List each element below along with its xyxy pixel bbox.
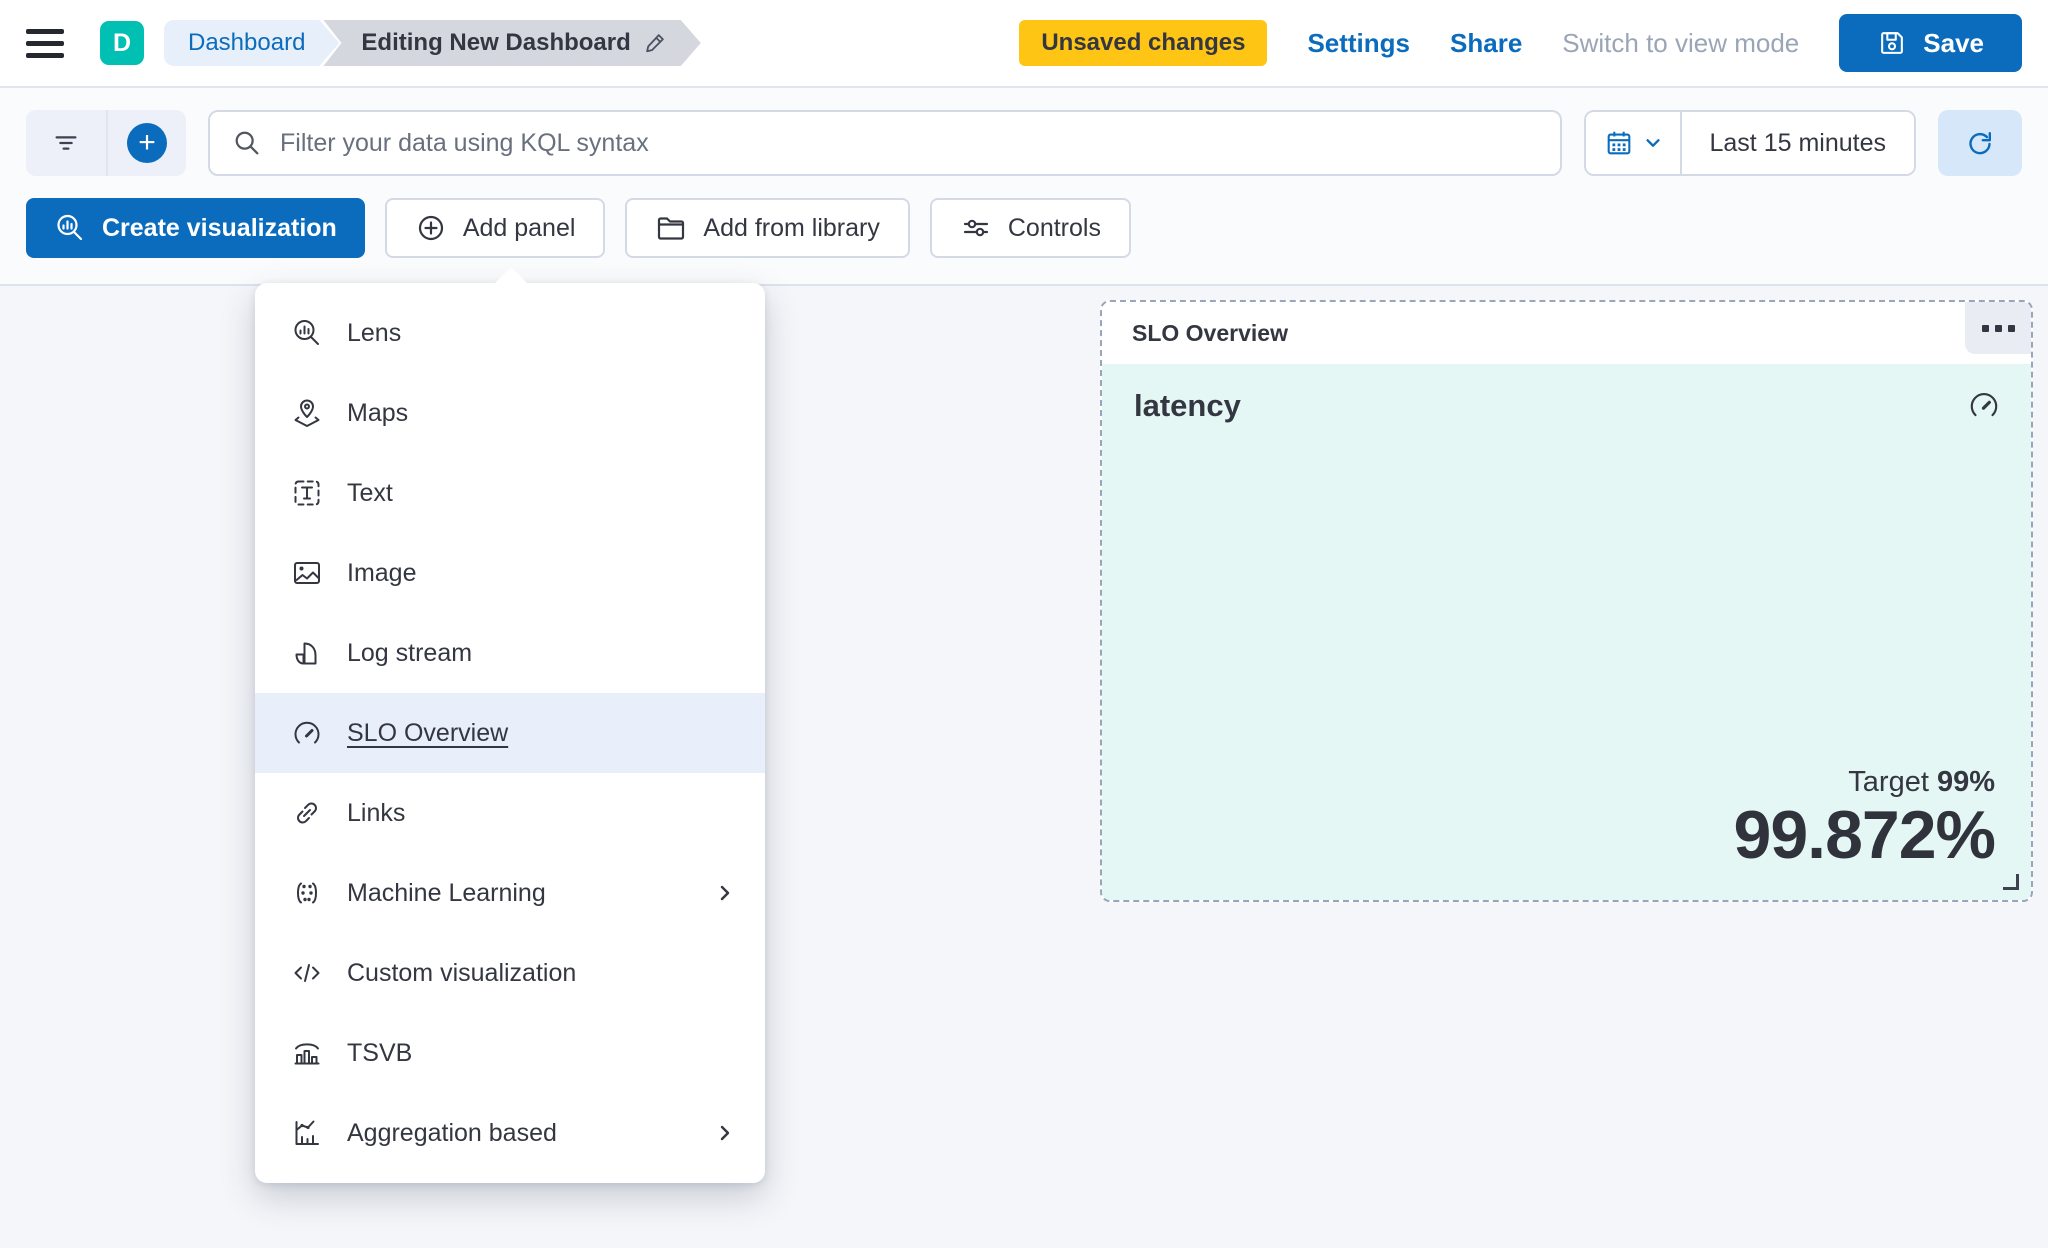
menu-item-label: SLO Overview bbox=[347, 718, 509, 747]
slo-numbers: Target 99% 99.872% bbox=[1733, 766, 1996, 873]
save-button[interactable]: Save bbox=[1839, 14, 2022, 72]
maps-icon bbox=[291, 397, 323, 429]
gauge-icon bbox=[291, 717, 323, 749]
time-picker-group: Last 15 minutes bbox=[1583, 110, 1916, 176]
dashboard-actions-row: Create visualization Add panel Add fr bbox=[26, 198, 2022, 258]
chevron-right-icon bbox=[715, 883, 735, 903]
menu-item-log-stream[interactable]: Log stream bbox=[255, 613, 765, 693]
slo-metric-name: latency bbox=[1134, 388, 1241, 423]
tsvb-icon bbox=[291, 1037, 323, 1069]
lens-icon bbox=[291, 317, 323, 349]
topbar-actions: Unsaved changes Settings Share Switch to… bbox=[1019, 14, 2022, 72]
pencil-icon bbox=[643, 31, 667, 55]
slo-panel-body: latency Target 99% 99.872% bbox=[1102, 364, 2031, 900]
menu-item-links[interactable]: Links bbox=[255, 773, 765, 853]
sliders-icon bbox=[960, 212, 992, 244]
breadcrumb-current-label: Editing New Dashboard bbox=[361, 29, 631, 56]
folder-icon bbox=[655, 212, 687, 244]
aggregation-chart-icon bbox=[291, 1117, 323, 1149]
menu-item-slo-overview[interactable]: SLO Overview bbox=[255, 693, 765, 773]
menu-item-tsvb[interactable]: TSVB bbox=[255, 1013, 765, 1093]
menu-item-lens[interactable]: Lens bbox=[255, 293, 765, 373]
panel-options-button[interactable] bbox=[1965, 302, 2031, 354]
add-panel-button[interactable]: Add panel bbox=[384, 198, 606, 258]
create-visualization-button[interactable]: Create visualization bbox=[26, 198, 365, 258]
menu-item-label: TSVB bbox=[347, 1038, 413, 1067]
switch-view-mode-link[interactable]: Switch to view mode bbox=[1562, 27, 1800, 58]
refresh-icon bbox=[1964, 127, 1996, 159]
query-toolbar-area: + bbox=[0, 88, 2048, 286]
text-icon bbox=[291, 477, 323, 509]
lens-icon bbox=[54, 212, 86, 244]
menu-item-text[interactable]: Text bbox=[255, 453, 765, 533]
slo-panel-title: SLO Overview bbox=[1132, 319, 1288, 346]
save-disk-icon bbox=[1877, 28, 1907, 58]
menu-item-label: Log stream bbox=[347, 638, 473, 667]
breadcrumb-current[interactable]: Editing New Dashboard bbox=[323, 20, 700, 66]
slo-overview-panel[interactable]: SLO Overview latency Target 99% 99.872% bbox=[1100, 300, 2033, 902]
menu-item-label: Text bbox=[347, 478, 393, 507]
add-filter-button[interactable]: + bbox=[106, 110, 186, 176]
menu-item-label: Machine Learning bbox=[347, 878, 546, 907]
create-visualization-label: Create visualization bbox=[102, 213, 337, 242]
menu-item-aggregation-based[interactable]: Aggregation based bbox=[255, 1093, 765, 1173]
menu-item-maps[interactable]: Maps bbox=[255, 373, 765, 453]
filter-funnel-icon bbox=[51, 128, 81, 158]
add-from-library-label: Add from library bbox=[703, 213, 880, 242]
plus-circle-filled-icon: + bbox=[127, 123, 167, 163]
menu-item-label: Aggregation based bbox=[347, 1118, 557, 1147]
settings-link[interactable]: Settings bbox=[1307, 27, 1411, 58]
query-row: + bbox=[26, 110, 2022, 176]
slo-panel-header: SLO Overview bbox=[1102, 302, 2031, 364]
breadcrumb: Dashboard Editing New Dashboard bbox=[164, 20, 701, 66]
boxes-horizontal-icon bbox=[1981, 324, 1989, 332]
add-panel-label: Add panel bbox=[462, 213, 576, 242]
menu-item-label: Links bbox=[347, 798, 406, 827]
menu-item-image[interactable]: Image bbox=[255, 533, 765, 613]
gauge-icon bbox=[1967, 388, 2001, 422]
kql-search-input[interactable] bbox=[280, 128, 1538, 158]
calendar-icon bbox=[1604, 128, 1634, 158]
panel-resize-handle[interactable] bbox=[2003, 874, 2019, 890]
slo-target-value: 99% bbox=[1936, 765, 1995, 798]
save-label: Save bbox=[1923, 27, 1984, 58]
menu-item-label: Image bbox=[347, 558, 417, 587]
link-icon bbox=[291, 797, 323, 829]
slo-value: 99.872% bbox=[1733, 796, 1996, 873]
slo-target: Target 99% bbox=[1734, 766, 1995, 799]
breadcrumb-dashboard[interactable]: Dashboard bbox=[164, 20, 339, 66]
image-icon bbox=[291, 557, 323, 589]
avatar[interactable]: D bbox=[100, 21, 144, 65]
menu-item-label: Custom visualization bbox=[347, 958, 577, 987]
add-panel-menu: Lens Maps Text bbox=[255, 267, 765, 1183]
slo-target-label: Target bbox=[1848, 765, 1937, 798]
menu-item-machine-learning[interactable]: Machine Learning bbox=[255, 853, 765, 933]
log-stream-icon bbox=[291, 637, 323, 669]
share-link[interactable]: Share bbox=[1450, 27, 1523, 58]
plus-circle-icon bbox=[415, 212, 447, 244]
menu-item-label: Lens bbox=[347, 318, 402, 347]
menu-item-custom-visualization[interactable]: Custom visualization bbox=[255, 933, 765, 1013]
chevron-down-icon bbox=[1644, 134, 1662, 152]
date-picker-button[interactable] bbox=[1585, 112, 1682, 174]
controls-button[interactable]: Controls bbox=[929, 198, 1131, 258]
refresh-button[interactable] bbox=[1938, 110, 2022, 176]
filters-button[interactable] bbox=[26, 110, 106, 176]
controls-label: Controls bbox=[1007, 213, 1101, 242]
unsaved-changes-badge: Unsaved changes bbox=[1019, 20, 1268, 66]
add-from-library-button[interactable]: Add from library bbox=[625, 198, 910, 258]
hamburger-icon bbox=[26, 28, 64, 34]
chevron-right-icon bbox=[715, 1123, 735, 1143]
menu-item-label: Maps bbox=[347, 398, 409, 427]
filter-button-group: + bbox=[26, 110, 186, 176]
code-icon bbox=[291, 957, 323, 989]
machine-learning-icon bbox=[291, 877, 323, 909]
time-range-button[interactable]: Last 15 minutes bbox=[1681, 112, 1914, 174]
main-menu-button[interactable] bbox=[26, 20, 72, 66]
search-icon bbox=[232, 128, 262, 158]
top-bar: D Dashboard Editing New Dashboard Unsave… bbox=[0, 0, 2048, 88]
kql-search-box bbox=[208, 110, 1562, 176]
